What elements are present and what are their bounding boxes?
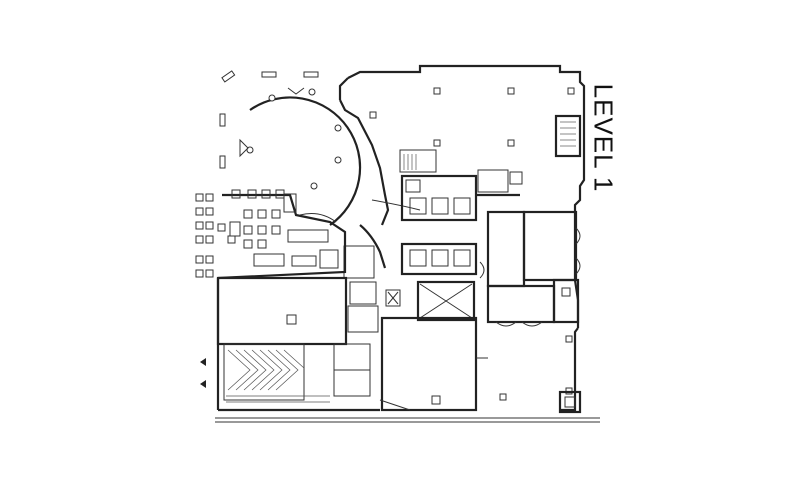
terrace-tables <box>195 193 236 278</box>
south-hall <box>379 316 488 412</box>
building-perimeter <box>338 64 586 412</box>
structural-columns <box>369 87 575 401</box>
upper-core <box>399 149 523 222</box>
curved-corridor <box>339 99 421 269</box>
east-rooms <box>479 210 581 327</box>
site-furniture <box>219 70 319 169</box>
dining-area <box>217 189 347 280</box>
site-ground-line <box>215 417 600 423</box>
level-label-text: LEVEL 1 <box>588 83 619 193</box>
lower-core <box>400 242 478 276</box>
rotunda <box>239 87 362 226</box>
exit-arrows <box>200 358 206 388</box>
stepped-seating <box>223 343 330 403</box>
northeast-stair <box>554 114 582 158</box>
kiosk <box>558 390 582 414</box>
atrium <box>343 245 476 333</box>
level-label: LEVEL 1 <box>586 78 620 198</box>
